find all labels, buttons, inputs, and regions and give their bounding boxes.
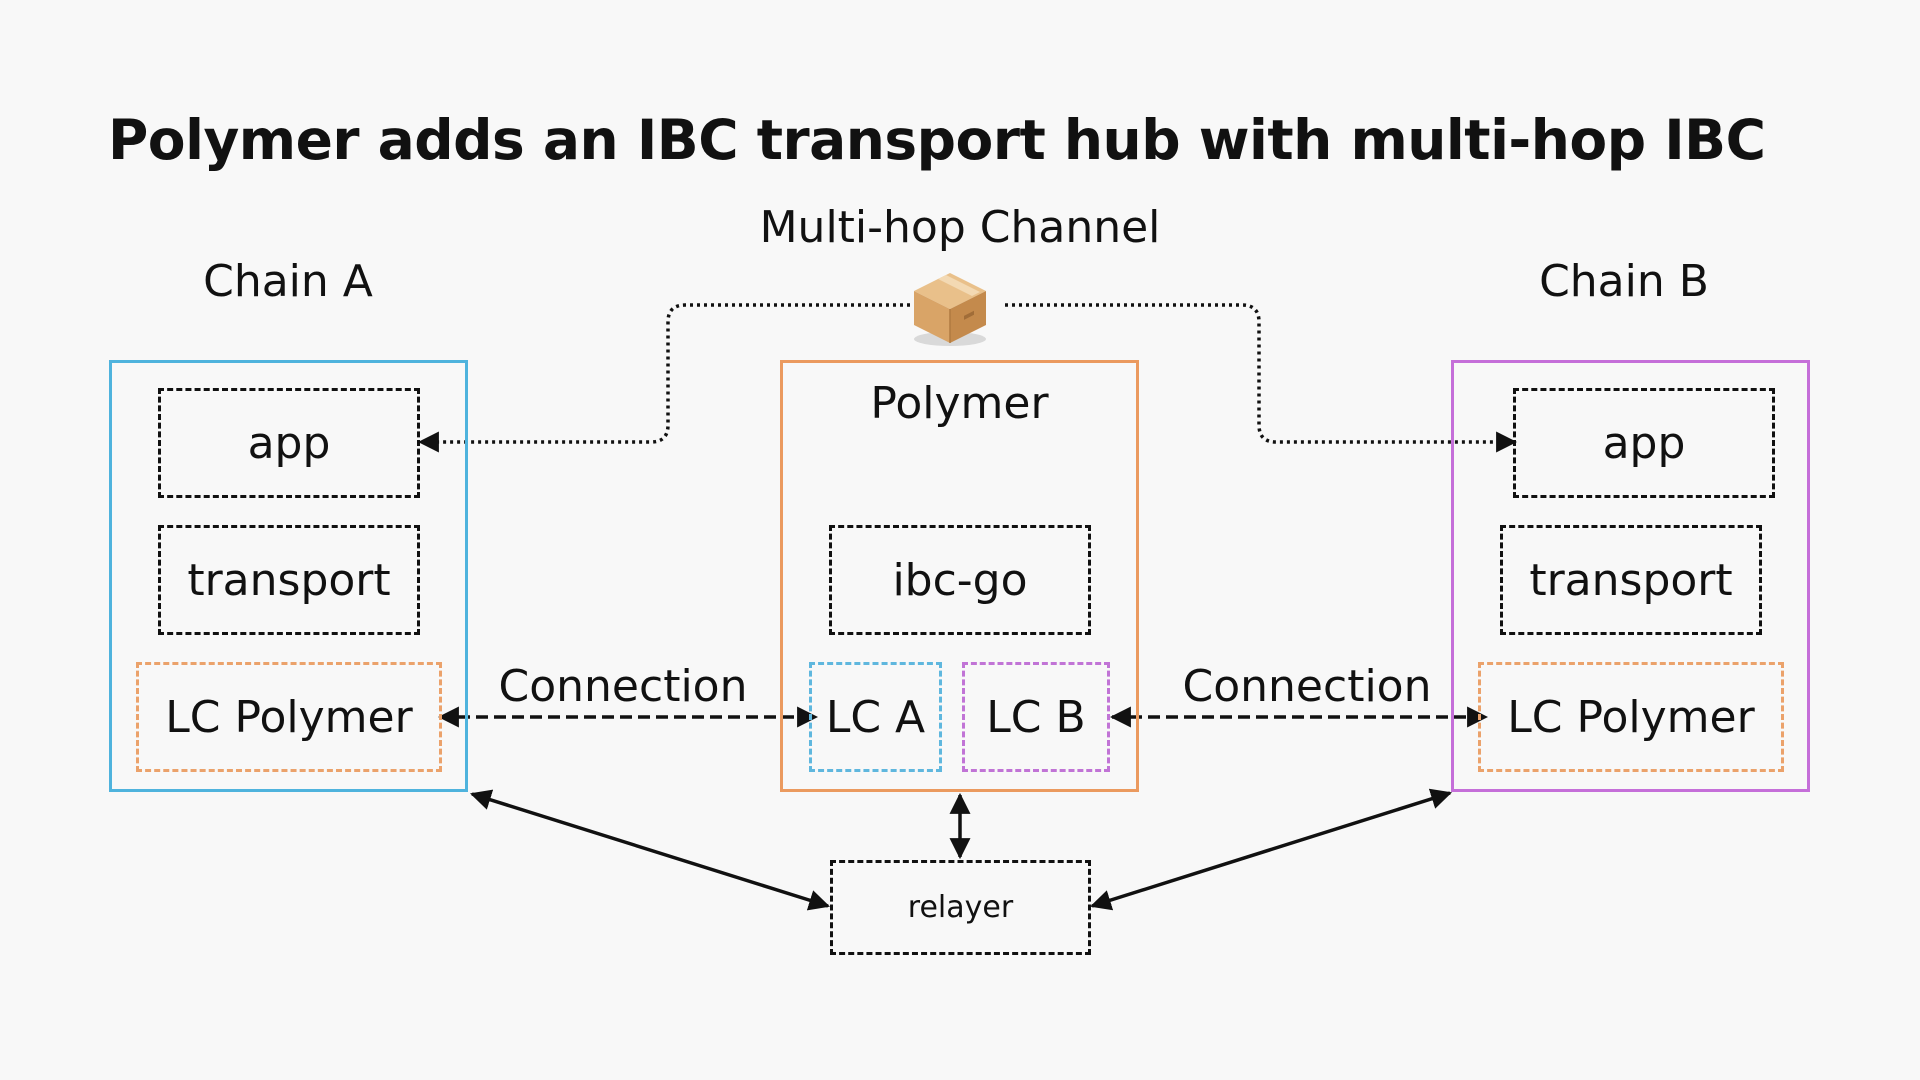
polymer-lc-a-box: LC A	[809, 662, 942, 772]
connection-label-right: Connection	[1182, 661, 1432, 712]
chain-b-lc-polymer-box: LC Polymer	[1478, 662, 1784, 772]
chain-b-app-box: app	[1513, 388, 1775, 498]
multihop-path-left	[417, 303, 910, 453]
polymer-label: Polymer	[870, 378, 1049, 429]
chain-b-label: Chain B	[1539, 256, 1709, 307]
relayer-link-chain-b	[1089, 788, 1453, 911]
polymer-lc-b-box: LC B	[962, 662, 1110, 772]
polymer-panel	[780, 360, 1139, 792]
package-box-icon	[914, 273, 986, 346]
chain-a-lc-polymer-box: LC Polymer	[136, 662, 442, 772]
chain-a-label: Chain A	[203, 256, 373, 307]
multihop-channel-label: Multi-hop Channel	[759, 202, 1161, 253]
connection-label-left: Connection	[498, 661, 748, 712]
page-title: Polymer adds an IBC transport hub with m…	[108, 108, 1766, 172]
chain-b-panel	[1451, 360, 1810, 792]
chain-a-panel	[109, 360, 468, 792]
chain-a-app-box: app	[158, 388, 420, 498]
chain-a-transport-box: transport	[158, 525, 420, 635]
relayer-link-chain-a	[469, 789, 831, 911]
relayer-box: relayer	[830, 860, 1091, 955]
polymer-ibc-go-box: ibc-go	[829, 525, 1091, 635]
multihop-path-right	[1005, 303, 1518, 453]
chain-b-transport-box: transport	[1500, 525, 1762, 635]
